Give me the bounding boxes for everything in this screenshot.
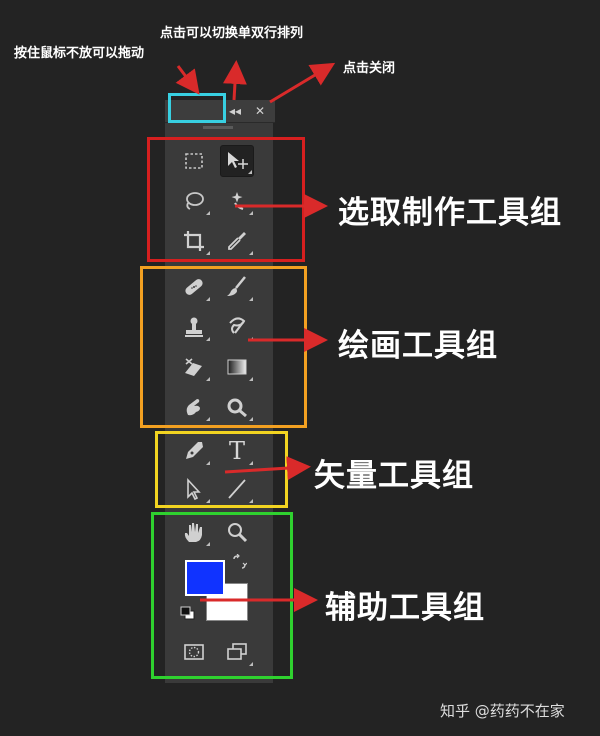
line-tool[interactable] (220, 473, 254, 505)
collapse-toggle-button[interactable]: ◂◂ (229, 104, 242, 118)
swap-colors-button[interactable] (231, 553, 248, 570)
finger-icon (186, 399, 200, 416)
move-tool[interactable] (220, 145, 254, 177)
zoom-icon (228, 523, 248, 543)
close-arrow (269, 62, 336, 104)
hand-tool[interactable] (177, 516, 211, 548)
toggle-arrow (222, 60, 247, 101)
selection-group-label: 选取制作工具组 (338, 195, 562, 231)
gradient-icon (227, 359, 247, 375)
brush-tool[interactable] (220, 271, 254, 303)
history-brush-icon (229, 317, 246, 334)
watermark: 知乎 @药药不在家 (440, 702, 565, 720)
stamp-icon (185, 317, 203, 337)
path-selection-icon (187, 477, 201, 501)
swap-arrows-icon (233, 553, 248, 569)
panel-grip[interactable] (203, 126, 233, 129)
toggle-annotation: 点击可以切换单双行排列 (160, 26, 304, 41)
rectangular-marquee-icon (185, 153, 203, 169)
crop-icon (184, 231, 204, 251)
eyedropper-tool[interactable] (220, 225, 254, 257)
quick-mask-button[interactable] (177, 636, 211, 668)
eyedropper-icon (228, 232, 246, 250)
screen-mode-button[interactable] (220, 636, 254, 668)
drag-handle-highlight[interactable] (168, 93, 226, 123)
healing-brush-tool[interactable] (177, 271, 211, 303)
type-icon: T (228, 437, 245, 465)
zoom-tool[interactable] (220, 516, 254, 548)
auxiliary-group-label: 辅助工具组 (325, 590, 485, 626)
close-panel-button[interactable]: ✕ (255, 104, 266, 118)
smudge-tool[interactable] (177, 391, 211, 423)
bandage-icon (185, 279, 203, 295)
marquee-tool[interactable] (177, 145, 211, 177)
default-colors-icon (180, 606, 195, 620)
quick-mask-icon (184, 644, 204, 660)
lasso-tool[interactable] (177, 185, 211, 217)
screen-mode-icon (227, 643, 247, 660)
lasso-icon (186, 192, 204, 210)
vector-group-label: 矢量工具组 (314, 458, 474, 494)
background-color-swatch[interactable] (206, 583, 248, 621)
dodge-icon (227, 398, 247, 418)
painting-group-box (140, 266, 307, 428)
selection-group-box (147, 137, 305, 262)
clone-stamp-tool[interactable] (177, 311, 211, 343)
pen-tool[interactable] (177, 435, 211, 467)
default-colors-button[interactable] (180, 605, 196, 620)
dodge-tool[interactable] (220, 391, 254, 423)
path-selection-tool[interactable] (177, 473, 211, 505)
pen-icon (186, 442, 203, 459)
painting-group-label: 绘画工具组 (338, 328, 498, 364)
eraser-icon (185, 358, 202, 376)
gradient-tool[interactable] (220, 351, 254, 383)
tools-panel: T (165, 123, 273, 683)
auxiliary-group-box (151, 512, 293, 679)
close-annotation: 点击关闭 (343, 61, 396, 76)
drag-arrow (175, 65, 200, 95)
eraser-tool[interactable] (177, 351, 211, 383)
foreground-color-swatch[interactable] (185, 560, 225, 596)
move-icon (228, 152, 248, 169)
vector-group-box (155, 431, 288, 508)
brush-icon (227, 276, 246, 296)
drag-annotation: 按住鼠标不放可以拖动 (14, 46, 145, 61)
type-tool[interactable]: T (220, 435, 254, 467)
crop-tool[interactable] (177, 225, 211, 257)
line-icon (228, 479, 246, 499)
hand-icon (184, 523, 202, 542)
